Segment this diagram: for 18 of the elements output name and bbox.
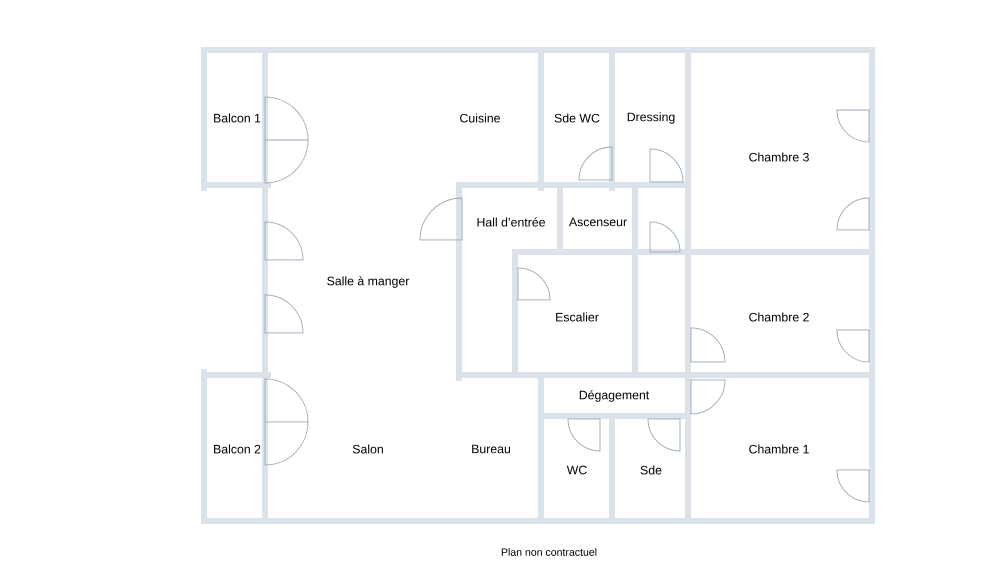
room-label: Dressing bbox=[628, 112, 674, 124]
room-label: Hall d’entrée bbox=[478, 217, 545, 227]
caption: Plan non contractuel bbox=[502, 548, 596, 556]
room-label: Ascenseur bbox=[568, 218, 627, 226]
room-label: Sde WC bbox=[554, 114, 600, 122]
room-label: Escalier bbox=[556, 312, 599, 322]
room-label: Chambre 1 bbox=[749, 444, 809, 454]
room-label: Cuisine bbox=[460, 114, 500, 122]
room-label: Sde bbox=[640, 465, 662, 474]
room-label: Chambre 3 bbox=[749, 152, 809, 162]
room-label: WC bbox=[566, 466, 587, 474]
room-label: Bureau bbox=[472, 444, 510, 454]
room-label: Balcon 1 bbox=[214, 114, 260, 122]
room-label: Chambre 2 bbox=[749, 312, 809, 322]
room-label: Salle à manger bbox=[327, 276, 410, 288]
room-label: Balcon 2 bbox=[214, 444, 260, 454]
room-label: Dégagement bbox=[580, 390, 650, 402]
room-label: Salon bbox=[352, 444, 383, 454]
